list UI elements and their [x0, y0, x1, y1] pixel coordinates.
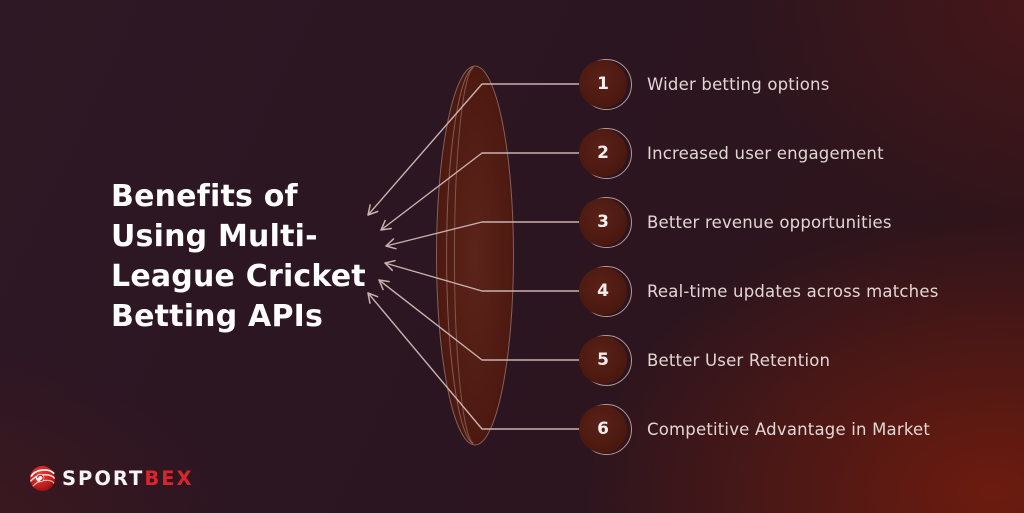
benefit-item-1: 1 Wider betting options	[579, 58, 830, 110]
benefit-item-3: 3 Better revenue opportunities	[579, 196, 892, 248]
connector-line-2	[380, 152, 582, 231]
badge-number: 5	[597, 350, 609, 370]
benefit-label: Competitive Advantage in Market	[647, 419, 931, 439]
connector-line-5	[378, 279, 582, 361]
lens-layer-arc	[446, 66, 474, 445]
connector-line-6	[367, 292, 582, 430]
logo-part-sport: SPORT	[62, 466, 145, 490]
benefit-label: Increased user engagement	[647, 143, 884, 163]
badge-disc: 2	[579, 129, 627, 177]
badge-number: 3	[597, 212, 609, 232]
benefit-label: Better revenue opportunities	[647, 212, 892, 232]
badge-number: 6	[597, 419, 609, 439]
badge-disc: 6	[579, 405, 627, 453]
benefit-label: Real-time updates across matches	[647, 281, 939, 301]
connector-line-4	[384, 259, 582, 292]
benefit-item-2: 2 Increased user engagement	[579, 127, 884, 179]
lens-graphic	[436, 65, 514, 446]
benefit-label: Better User Retention	[647, 350, 831, 370]
title-line: Betting APIs	[111, 299, 324, 334]
logo-part-bex: BEX	[144, 466, 194, 490]
benefit-label: Wider betting options	[647, 74, 830, 94]
lens-layer-arc	[453, 67, 474, 444]
badge-disc: 4	[579, 267, 627, 315]
benefit-item-5: 5 Better User Retention	[579, 334, 830, 386]
badge-disc: 5	[579, 336, 627, 384]
number-badge: 6	[579, 403, 633, 455]
title-line: Benefits of	[111, 179, 298, 214]
connector-line-3	[385, 221, 582, 250]
badge-number: 2	[597, 143, 609, 163]
connector-lines	[367, 83, 582, 430]
title-line: Using Multi-	[111, 219, 318, 254]
benefit-item-6: 6 Competitive Advantage in Market	[579, 403, 930, 455]
number-badge: 2	[579, 127, 633, 179]
sportbex-ball-icon	[29, 465, 56, 491]
page-title: Benefits of Using Multi- League Cricket …	[111, 177, 366, 337]
badge-disc: 1	[579, 60, 627, 108]
title-line: League Cricket	[111, 259, 366, 294]
connector-line-1	[367, 83, 582, 216]
logo-text: SPORTBEX	[62, 467, 194, 490]
benefit-item-4: 4 Real-time updates across matches	[579, 265, 939, 317]
number-badge: 4	[579, 265, 633, 317]
badge-disc: 3	[579, 198, 627, 246]
badge-number: 1	[597, 74, 609, 94]
sportbex-logo: SPORTBEX	[28, 463, 194, 493]
number-badge: 5	[579, 334, 633, 386]
badge-number: 4	[597, 281, 609, 301]
lens-shape	[436, 65, 514, 446]
number-badge: 1	[579, 58, 633, 110]
number-badge: 3	[579, 196, 633, 248]
